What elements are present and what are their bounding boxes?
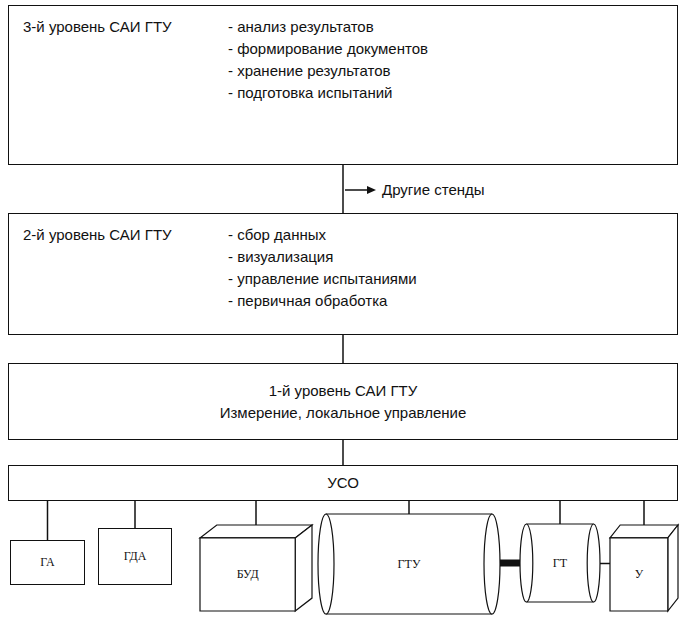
connector-line [255,501,257,525]
cylinder-end [587,524,600,602]
load-unit: У [610,525,678,611]
node-label: БУД [237,567,259,582]
control-unit: БУД [200,525,312,611]
task-list: - анализ результатов- формирование докум… [228,16,663,154]
node-label: УСО [327,472,359,494]
level-heading: 2-й уровень САИ ГТУ [23,224,228,324]
connector-line [135,501,136,528]
level-heading: 3-й уровень САИ ГТУ [23,16,228,154]
task-item: - подготовка испытаний [228,82,663,104]
node-label: У [635,567,644,582]
box-3d-outline [610,525,678,611]
connector-line [343,440,344,465]
node-label: ГА [40,555,54,570]
branch-line [345,189,368,191]
connector-line [342,165,344,213]
connector-line [256,501,257,525]
connector-line [342,440,344,465]
cylinder-edge [526,523,593,524]
task-item: - визуализация [228,246,663,268]
shaft [500,563,520,564]
branch-arrowhead [367,186,376,194]
coupling-line [600,563,610,564]
level-box: 2-й уровень САИ ГТУ- сбор данных- визуал… [8,213,678,335]
cylinder-body [326,514,492,614]
turbine-cylinder: ГТУ [318,514,500,614]
front-face [610,538,668,611]
node-label: ГТ [553,556,567,571]
node-label: ГДА [124,549,147,564]
generator-cylinder: ГТ [520,524,600,602]
level-box: 3-й уровень САИ ГТУ- анализ результатов-… [8,5,678,165]
interface-box: УСО [8,465,678,501]
cylinder-edge [326,513,492,514]
task-item: - первичная обработка [228,290,663,312]
task-item: - хранение результатов [228,60,663,82]
cylinder-edge [526,601,593,602]
side-face [668,525,678,611]
task-list: - сбор данных- визуализация- управление … [228,224,663,324]
front-face [200,538,295,611]
task-item: - управление испытаниями [228,268,663,290]
generator-box: ГА [10,540,85,585]
connector-line [644,501,645,525]
top-face [610,525,678,538]
node-label: ГТУ [398,557,421,572]
cylinder-body [526,524,593,602]
connector-line [408,501,410,514]
cylinder-end [484,514,500,614]
connector-line [343,335,344,363]
level-box: 1-й уровень САИ ГТУИзмерение, локальное … [8,363,678,440]
side-face [295,525,312,611]
connector-line [409,501,410,514]
connector-line [643,501,645,525]
generator-box: ГДА [98,528,172,585]
cylinder-edge [326,613,492,614]
branch-label: Другие стенды [380,180,487,200]
connector-line [559,501,561,524]
cylinder-end [318,514,334,614]
node-label: 1-й уровень САИ ГТУ [269,380,418,402]
task-item: - анализ результатов [228,16,663,38]
connector-line [47,501,48,540]
connector-line [47,501,49,540]
connector-line [134,501,136,528]
node-label: Измерение, локальное управление [220,402,467,424]
shaft [500,560,520,567]
cylinder-end [520,524,533,602]
coupling-line [600,563,610,565]
connector-line [342,335,344,363]
task-item: - сбор данных [228,224,663,246]
connector-line [560,501,561,524]
connector-line [343,165,344,213]
task-item: - формирование документов [228,38,663,60]
top-face [200,525,312,538]
